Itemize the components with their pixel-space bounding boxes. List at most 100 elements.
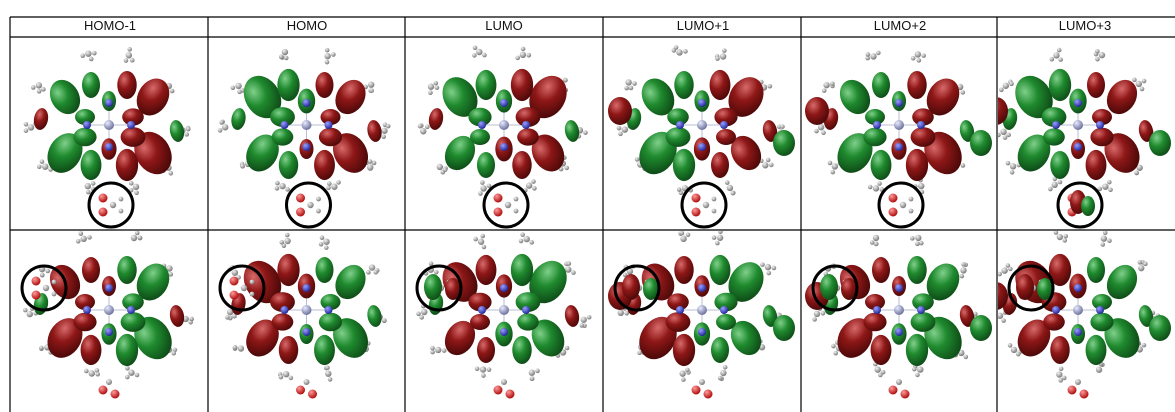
- orbital-lobe: [907, 70, 927, 100]
- methyl-group-carbon: [368, 264, 376, 271]
- orbital-lobe: [470, 129, 490, 145]
- methyl-group-carbon: [872, 185, 880, 192]
- nitrogen-atom: [302, 143, 311, 151]
- orbital-lobe: [1048, 68, 1072, 102]
- orbital-lobe: [515, 292, 541, 312]
- orbital-lobe: [82, 72, 100, 98]
- orbital-lobe: [839, 79, 871, 115]
- oxygen-atom: [98, 385, 108, 395]
- orbital-lobe: [905, 148, 929, 182]
- methyl-group-hydrogen: [874, 241, 879, 247]
- methyl-group-hydrogen: [416, 311, 421, 317]
- orbital-cell: [608, 231, 795, 399]
- methyl-group-hydrogen: [771, 265, 777, 271]
- highlight-circle: [482, 181, 530, 229]
- methyl-group-carbon: [676, 49, 683, 56]
- methyl-group-hydrogen: [125, 374, 130, 380]
- methyl-group-hydrogen: [910, 55, 916, 61]
- carbon-atom: [109, 201, 117, 209]
- methyl-group-hydrogen: [1061, 375, 1067, 381]
- nitrogen-atom: [105, 284, 113, 292]
- nitrogen-atom: [873, 306, 881, 314]
- orbital-lobe: [837, 318, 873, 358]
- methyl-group-hydrogen: [1049, 56, 1055, 62]
- metal-center-atom: [697, 120, 707, 130]
- methyl-group-hydrogen: [632, 81, 637, 86]
- methyl-group-hydrogen: [186, 126, 191, 132]
- methyl-group-hydrogen: [230, 85, 236, 91]
- methyl-group-carbon: [1053, 52, 1060, 59]
- methyl-group-hydrogen: [999, 87, 1004, 93]
- oxygen-atom: [98, 193, 108, 203]
- nitrogen-atom: [302, 99, 311, 107]
- methyl-group-hydrogen: [219, 120, 224, 125]
- methyl-group-carbon: [132, 183, 140, 191]
- orbital-lobe: [905, 333, 929, 367]
- orbital-lobe: [73, 127, 97, 147]
- orbital-lobe: [468, 107, 492, 127]
- hydrogen-atom: [118, 196, 124, 202]
- orbital-lobe: [1087, 72, 1105, 98]
- metal-center-atom: [499, 305, 509, 315]
- orbital-cell: [20, 231, 194, 399]
- methyl-group-carbon: [477, 238, 485, 245]
- methyl-group-carbon: [80, 235, 87, 243]
- nitrogen-atom: [105, 99, 113, 107]
- orbital-lobe: [515, 107, 541, 127]
- methyl-group-carbon: [1051, 181, 1058, 189]
- orbital-lobe: [762, 120, 778, 142]
- orbital-lobe: [117, 70, 137, 100]
- methyl-group-hydrogen: [992, 312, 997, 317]
- column-header-lumo: LUMO: [485, 18, 523, 33]
- carbon-atom: [501, 379, 507, 385]
- orbital-lobe: [924, 131, 962, 175]
- orbital-lobe: [709, 69, 731, 101]
- methyl-group-hydrogen: [1143, 261, 1148, 267]
- carbon-atom: [1075, 379, 1081, 385]
- orbital-lobe: [1090, 312, 1114, 332]
- orbital-lobe: [169, 305, 185, 327]
- orbital-lobe: [335, 264, 366, 300]
- column-headers: HOMO-1 HOMO LUMO LUMO+1 LUMO+2 LUMO+3: [84, 18, 1111, 33]
- orbital-lobe: [1106, 264, 1138, 300]
- methyl-group-hydrogen: [683, 49, 688, 54]
- orbital-lobe: [870, 334, 892, 366]
- orbital-lobe: [271, 128, 294, 146]
- methyl-group-hydrogen: [75, 239, 81, 244]
- orbital-lobe: [1085, 334, 1107, 366]
- methyl-group-hydrogen: [880, 369, 886, 375]
- orbital-lobe: [529, 75, 567, 119]
- methyl-group-hydrogen: [125, 366, 130, 371]
- methyl-group-hydrogen: [336, 180, 341, 185]
- hydrogen-atom: [316, 208, 321, 214]
- methyl-group-hydrogen: [916, 58, 922, 63]
- methyl-group-hydrogen: [472, 45, 478, 51]
- highlight-circle: [811, 264, 859, 312]
- orbital-lobe: [136, 78, 170, 116]
- methyl-group-carbon: [617, 309, 624, 317]
- orbital-lobe: [872, 72, 890, 98]
- carboxylate-ligand: [493, 193, 519, 217]
- methyl-group-carbon: [679, 370, 686, 377]
- orbital-lobe: [367, 305, 382, 327]
- hydrogen-atom: [711, 196, 717, 202]
- methyl-group-hydrogen: [385, 123, 391, 129]
- carbon-atom: [896, 379, 902, 385]
- methyl-group-hydrogen: [45, 268, 51, 274]
- nitrogen-atom: [917, 306, 925, 314]
- hydrogen-atom: [908, 208, 914, 214]
- methyl-group-hydrogen: [998, 132, 1001, 138]
- oxygen-atom: [229, 290, 239, 300]
- orbital-lobe: [477, 152, 495, 178]
- orbital-lobe: [73, 312, 97, 332]
- methyl-group-hydrogen: [1006, 132, 1012, 138]
- methyl-group-carbon: [476, 48, 483, 56]
- methyl-group-hydrogen: [715, 240, 720, 246]
- methyl-group-carbon: [323, 238, 330, 245]
- oxygen-atom: [505, 389, 515, 399]
- methyl-group-hydrogen: [821, 88, 827, 93]
- methyl-group-carbon: [1000, 128, 1007, 136]
- orbital-lobe: [730, 320, 762, 356]
- methyl-group-carbon: [914, 51, 922, 58]
